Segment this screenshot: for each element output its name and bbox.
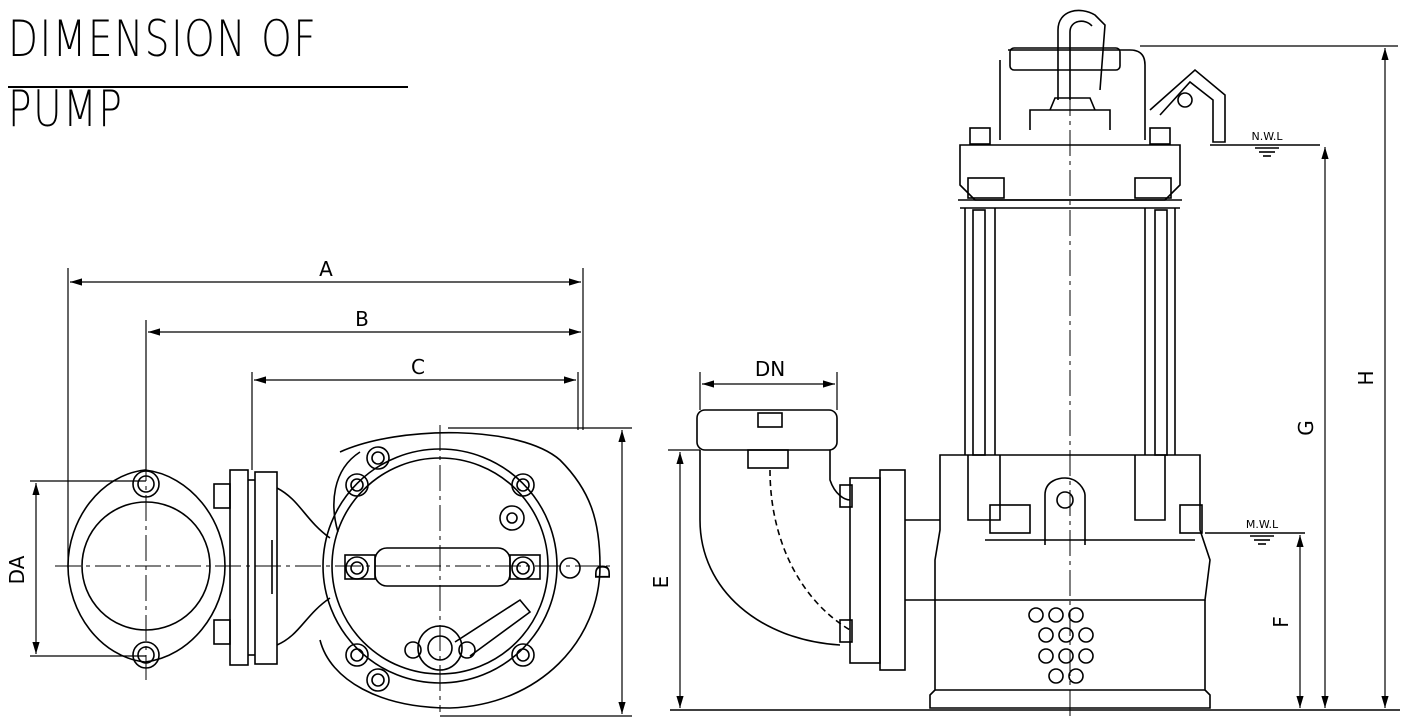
housing-bolt xyxy=(511,473,535,497)
level-label-nwl: N.W.L xyxy=(1252,130,1284,143)
dim-label-e: E xyxy=(649,576,673,589)
housing-bolt xyxy=(345,556,369,580)
dim-label-dn: DN xyxy=(755,357,785,381)
page-title: DIMENSION OF PUMP xyxy=(8,4,408,138)
dim-label-h: H xyxy=(1354,370,1378,385)
dim-label-da: DA xyxy=(5,555,29,584)
dim-label-g: G xyxy=(1294,420,1318,436)
dimension-lines xyxy=(30,45,1398,717)
pump-body xyxy=(934,454,1211,601)
housing-bolt xyxy=(511,556,535,580)
discharge-elbow xyxy=(699,450,841,646)
elbow-flange-plate-1 xyxy=(229,469,249,666)
top-view xyxy=(55,425,612,712)
handle-grip xyxy=(374,547,511,587)
strainer-holes xyxy=(1028,607,1094,684)
dim-label-f: F xyxy=(1269,616,1293,628)
side-view xyxy=(670,9,1400,716)
housing-bolt xyxy=(511,643,535,667)
dim-label-c: C xyxy=(411,355,425,379)
dim-label-d: D xyxy=(591,564,615,579)
discharge-flange-top xyxy=(696,409,838,451)
dim-label-a: A xyxy=(319,257,333,281)
lifting-handle xyxy=(1008,49,1146,140)
elbow-flange-plate-2 xyxy=(254,471,278,665)
dimension-labels: A B C DN D DA E F G H N.W.L M.W.L xyxy=(5,130,1378,628)
page-title-text: DIMENSION OF PUMP xyxy=(8,10,318,138)
dim-label-b: B xyxy=(355,307,369,331)
housing-bolt xyxy=(345,643,369,667)
housing-bolt xyxy=(345,473,369,497)
level-label-mwl: M.W.L xyxy=(1246,518,1279,531)
